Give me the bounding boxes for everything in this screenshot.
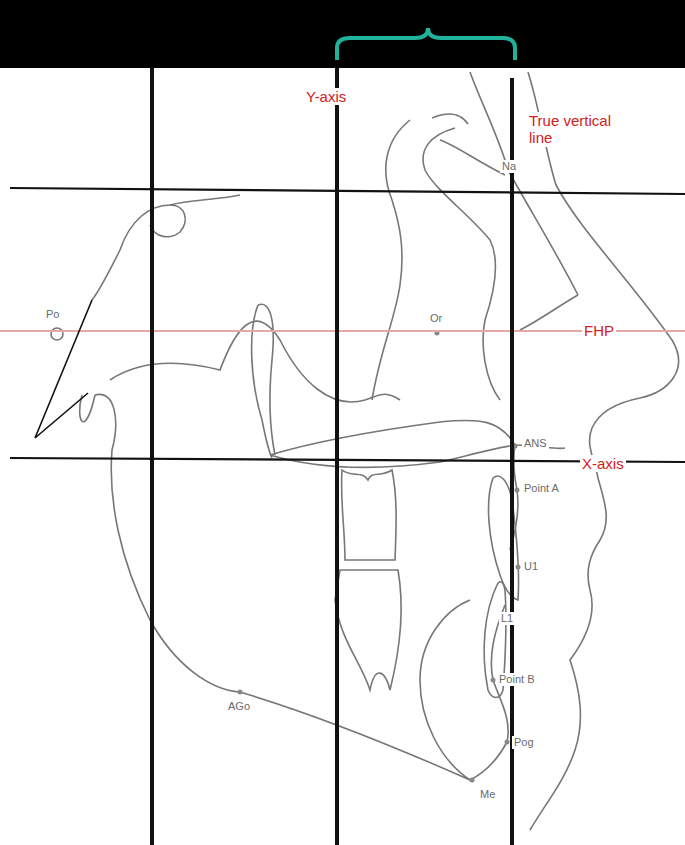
axis-label: Y-axis xyxy=(304,88,348,105)
landmark-label: L1 xyxy=(499,612,515,625)
landmark-label: ANS xyxy=(522,437,549,450)
axis-label: True vertical line xyxy=(527,112,631,147)
landmark-label: Po xyxy=(44,308,61,321)
horizontal-axes xyxy=(10,188,685,462)
landmark-dots xyxy=(238,168,521,783)
landmark-label: Na xyxy=(500,160,518,173)
landmark-label: Point A xyxy=(522,482,561,495)
porion-ring xyxy=(51,328,63,340)
angle-lines xyxy=(35,300,92,438)
landmark-label: Or xyxy=(428,312,444,325)
axis-label: FHP xyxy=(582,322,616,339)
landmark-label: Point B xyxy=(497,673,536,686)
skull-tracing xyxy=(80,72,679,830)
landmark-label: Me xyxy=(478,788,497,801)
bracket xyxy=(337,28,515,60)
axis-label: X-axis xyxy=(580,455,626,472)
landmark-label: AGo xyxy=(226,700,252,713)
reference-grid xyxy=(152,68,512,845)
top-band xyxy=(0,0,685,68)
landmark-label: Pog xyxy=(512,736,536,749)
landmark-label: U1 xyxy=(522,560,540,573)
